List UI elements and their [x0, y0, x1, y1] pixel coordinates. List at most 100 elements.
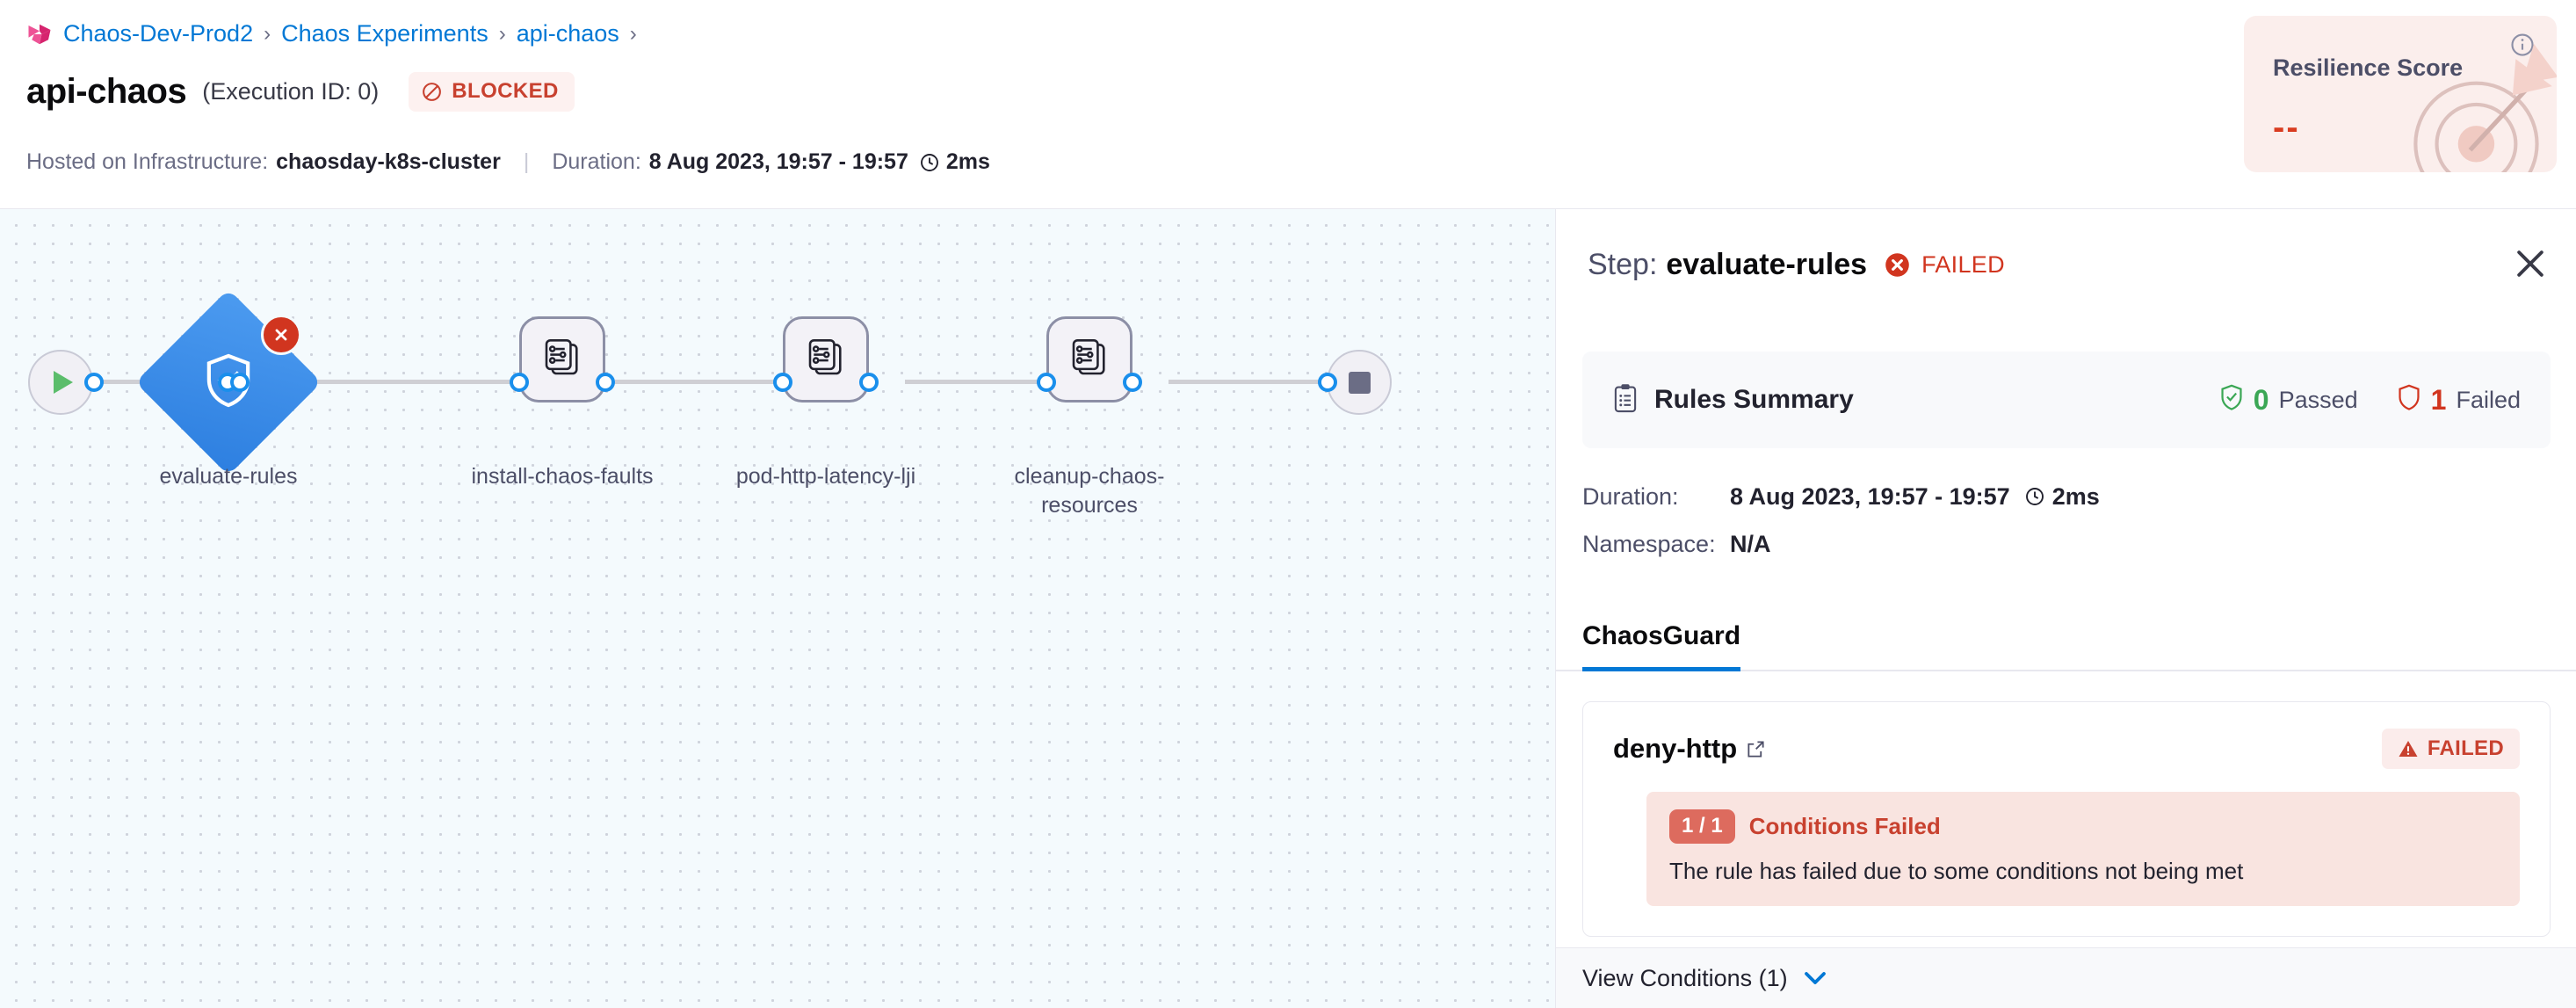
duration-value: 8 Aug 2023, 19:57 - 19:57 — [648, 149, 908, 174]
blocked-icon — [421, 81, 443, 103]
port-cleanup-out[interactable] — [1123, 373, 1142, 392]
detail-key-duration: Duration: — [1582, 482, 1679, 510]
node-install-chaos-faults[interactable] — [519, 316, 605, 402]
rules-summary-title: Rules Summary — [1654, 385, 1854, 414]
node-label-install-chaos-faults: install-chaos-faults — [471, 464, 654, 489]
rules-passed-label: Passed — [2278, 386, 2358, 413]
duration-label: Duration: — [552, 149, 641, 174]
node-cleanup-chaos-resources[interactable] — [1046, 316, 1132, 402]
chaos-fault-stack-icon — [542, 337, 582, 383]
detail-value-namespace: N/A — [1730, 530, 1771, 557]
error-x-circle-icon — [1867, 252, 1910, 278]
stop-icon — [1348, 371, 1371, 394]
rules-failed-count: 1 — [2430, 383, 2447, 416]
edge-install-to-pod — [615, 380, 870, 384]
detail-key-namespace: Namespace: — [1582, 530, 1716, 557]
shield-check-green-icon — [2219, 384, 2244, 417]
port-end-in[interactable] — [1318, 373, 1337, 392]
breadcrumb-separator-trailing: › — [629, 21, 637, 46]
execution-id: (Execution ID: 0) — [202, 78, 380, 105]
port-pod-out[interactable] — [859, 373, 879, 392]
panel-tabs: ChaosGuard — [1556, 606, 2576, 671]
conditions-failed-header: 1 / 1 Conditions Failed — [1669, 809, 2497, 844]
status-badge: BLOCKED — [409, 72, 575, 112]
view-conditions-label: View Conditions (1) — [1582, 964, 1788, 991]
conditions-failed-description: The rule has failed due to some conditio… — [1669, 858, 2244, 884]
view-conditions-toggle[interactable]: View Conditions (1) — [1556, 947, 2576, 1008]
detail-duration-text: 8 Aug 2023, 19:57 - 19:57 — [1730, 482, 2010, 510]
rule-status-label: FAILED — [2427, 736, 2504, 760]
edge-pod-to-cleanup — [905, 380, 1133, 384]
node-pod-http-latency[interactable] — [783, 316, 869, 402]
step-name: evaluate-rules — [1666, 247, 1868, 281]
panel-header: Step: evaluate-rules FAILED — [1556, 209, 2576, 320]
rules-failed-stat: 1 Failed — [2397, 384, 2521, 417]
detail-row-namespace: Namespace: N/A — [1582, 520, 2549, 568]
meta-divider: | — [523, 149, 530, 174]
rules-passed-stat: 0 Passed — [2219, 384, 2358, 417]
node-label-pod-http-latency: pod-http-latency-lji — [735, 464, 916, 489]
title-row: api-chaos (Execution ID: 0) BLOCKED — [26, 72, 575, 112]
page-title: api-chaos — [26, 72, 187, 111]
edge-cleanup-to-end — [1169, 380, 1327, 384]
rule-card-deny-http: deny-http FAILED — [1582, 701, 2551, 937]
port-pod-in[interactable] — [773, 373, 792, 392]
port-install-out[interactable] — [596, 373, 615, 392]
step-prefix-label: Step: — [1588, 247, 1658, 281]
page-header: Chaos-Dev-Prod2 › Chaos Experiments › ap… — [0, 0, 2576, 209]
detail-row-duration: Duration: 8 Aug 2023, 19:57 - 19:57 2ms — [1582, 473, 2549, 520]
port-start-out[interactable] — [84, 373, 104, 392]
chevron-down-icon — [1788, 969, 1828, 987]
play-icon — [54, 371, 73, 394]
detail-value-duration: 8 Aug 2023, 19:57 - 19:57 2ms — [1730, 483, 2100, 511]
step-status: FAILED — [1921, 250, 2005, 278]
rules-failed-label: Failed — [2456, 386, 2521, 413]
clock-icon — [2010, 486, 2052, 507]
resilience-score-value: -- — [2273, 108, 2300, 147]
port-evaluate-out[interactable] — [230, 373, 250, 392]
tab-chaosguard[interactable]: ChaosGuard — [1582, 621, 1741, 671]
chaos-fault-stack-icon — [1069, 337, 1110, 383]
chaos-logo-icon — [26, 21, 53, 47]
status-badge-label: BLOCKED — [452, 79, 559, 103]
pipeline-canvas[interactable]: evaluate-rules install-chaos-faults — [0, 209, 1555, 1008]
rule-card-header: deny-http FAILED — [1583, 702, 2550, 769]
port-install-in[interactable] — [510, 373, 529, 392]
rules-summary-card: Rules Summary 0 Passed — [1582, 352, 2551, 448]
conditions-failed-alert: 1 / 1 Conditions Failed The rule has fai… — [1646, 792, 2520, 906]
step-details-panel: Step: evaluate-rules FAILED — [1555, 209, 2576, 1008]
duration-elapsed: 2ms — [945, 149, 990, 174]
node-label-evaluate-rules: evaluate-rules — [159, 464, 298, 489]
chaos-fault-stack-icon — [806, 337, 846, 383]
conditions-failed-count-pill: 1 / 1 — [1669, 809, 1735, 844]
detail-duration-elapsed: 2ms — [2051, 482, 2100, 510]
clock-icon — [908, 152, 946, 173]
start-node[interactable] — [28, 350, 93, 415]
infrastructure-value: chaosday-k8s-cluster — [276, 149, 501, 174]
rules-summary-stats: 0 Passed 1 Failed — [2219, 384, 2521, 417]
breadcrumb-item-api-chaos[interactable]: api-chaos — [516, 20, 619, 47]
breadcrumb-item-chaos-experiments[interactable]: Chaos Experiments — [281, 20, 488, 47]
breadcrumb-separator: › — [264, 21, 271, 46]
node-label-cleanup-chaos-resources: cleanup-chaos-resources — [1014, 464, 1165, 518]
header-meta: Hosted on Infrastructure: chaosday-k8s-c… — [26, 149, 990, 175]
rules-summary-heading: Rules Summary — [1612, 383, 1854, 417]
infrastructure-label: Hosted on Infrastructure: — [26, 149, 269, 174]
resilience-score-title: Resilience Score — [2273, 54, 2464, 81]
warning-triangle-icon — [2398, 738, 2419, 759]
rule-name: deny-http — [1613, 733, 1738, 764]
breadcrumb-separator: › — [498, 21, 506, 46]
resilience-score-card: Resilience Score -- — [2244, 16, 2557, 172]
shield-red-icon — [2397, 384, 2421, 417]
port-cleanup-in[interactable] — [1037, 373, 1056, 392]
breadcrumb-item-project[interactable]: Chaos-Dev-Prod2 — [63, 20, 254, 47]
conditions-failed-label: Conditions Failed — [1748, 813, 1941, 839]
external-link-icon[interactable] — [1737, 739, 1766, 759]
node-evaluate-rules-error-badge[interactable] — [261, 315, 301, 355]
rules-passed-count: 0 — [2253, 383, 2269, 416]
step-detail-rows: Duration: 8 Aug 2023, 19:57 - 19:57 2ms … — [1582, 473, 2549, 568]
rule-status-badge: FAILED — [2381, 729, 2520, 769]
edge-evaluate-to-install — [237, 380, 518, 384]
breadcrumb: Chaos-Dev-Prod2 › Chaos Experiments › ap… — [26, 20, 637, 47]
